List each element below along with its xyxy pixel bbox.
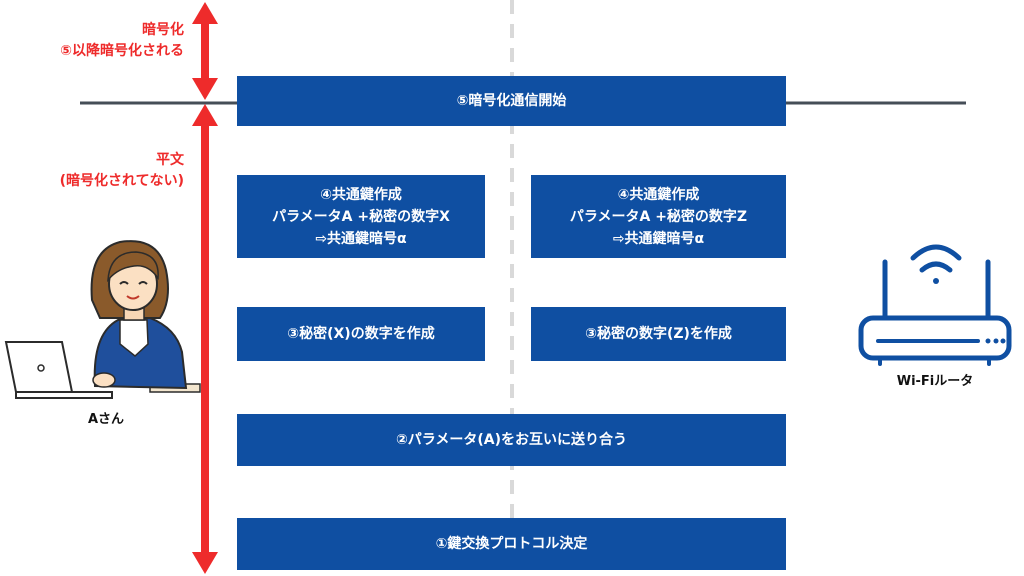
step5-label: ⑤暗号化通信開始	[456, 93, 567, 109]
step4-left-line3: ⇨共通鍵暗号α	[315, 230, 407, 247]
step4-right-box: ④共通鍵作成 パラメータA +秘密の数字Z ⇨共通鍵暗号α	[531, 175, 786, 258]
step3-left-label: ③秘密(X)の数字を作成	[287, 326, 435, 342]
step3-left-box: ③秘密(X)の数字を作成	[237, 307, 485, 361]
step4-left-box: ④共通鍵作成 パラメータA +秘密の数字X ⇨共通鍵暗号α	[237, 175, 485, 258]
wifi-router-icon	[858, 244, 1012, 366]
plaintext-arrow	[192, 104, 218, 574]
step2-label: ②パラメータ(A)をお互いに送り合う	[395, 432, 628, 448]
router-name: Wi-Fiルータ	[896, 374, 974, 389]
step5-box: ⑤暗号化通信開始	[237, 76, 786, 126]
step1-box: ①鍵交換プロトコル決定	[237, 518, 786, 570]
step2-box: ②パラメータ(A)をお互いに送り合う	[237, 414, 786, 466]
step1-label: ①鍵交換プロトコル決定	[435, 536, 588, 552]
encrypted-title: 暗号化	[142, 22, 184, 38]
step4-left-line2: パラメータA +秘密の数字X	[272, 208, 450, 225]
plaintext-title: 平文	[156, 152, 184, 168]
step3-right-box: ③秘密の数字(Z)を作成	[531, 307, 786, 361]
step4-right-line2: パラメータA +秘密の数字Z	[569, 208, 748, 225]
step3-right-label: ③秘密の数字(Z)を作成	[585, 326, 732, 342]
step4-right-line1: ④共通鍵作成	[617, 186, 700, 203]
woman-at-laptop-illustration	[4, 240, 201, 399]
step4-right-line3: ⇨共通鍵暗号α	[612, 230, 705, 247]
encrypted-arrow	[192, 2, 218, 100]
encrypted-label: 暗号化 ⑤以降暗号化される	[60, 20, 184, 62]
encrypted-subtitle: ⑤以降暗号化される	[60, 43, 184, 59]
user-name: Aさん	[87, 412, 125, 427]
step4-left-line1: ④共通鍵作成	[320, 186, 402, 203]
plaintext-label: 平文 (暗号化されてない)	[60, 150, 184, 192]
plaintext-subtitle: (暗号化されてない)	[59, 173, 184, 189]
